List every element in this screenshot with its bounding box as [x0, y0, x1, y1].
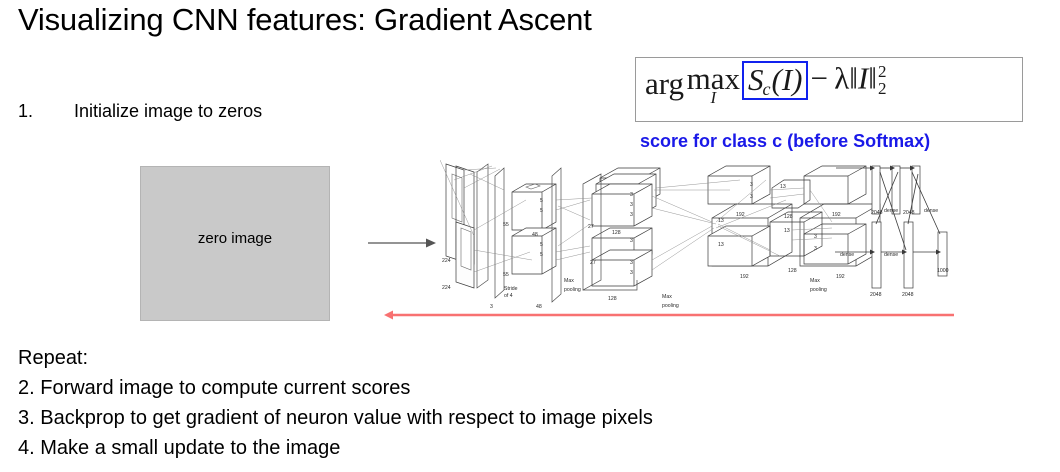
svg-text:pooling: pooling [810, 287, 827, 293]
svg-text:3: 3 [750, 194, 753, 200]
svg-text:13: 13 [784, 228, 790, 234]
forward-arrow-icon [366, 232, 438, 259]
step-1-number: 1. [18, 101, 34, 121]
svg-text:3: 3 [750, 182, 753, 188]
svg-text:2048: 2048 [902, 292, 914, 298]
svg-text:Max: Max [810, 278, 820, 284]
svg-text:pooling: pooling [662, 303, 679, 309]
formula-norm-subscript: 2 [877, 78, 887, 98]
formula-c-subscript: c [762, 79, 771, 99]
svg-text:128: 128 [612, 230, 621, 236]
step-1-text: Initialize image to zeros [74, 101, 263, 121]
formula-minus: − [810, 60, 828, 96]
svg-text:dense: dense [924, 208, 938, 214]
svg-text:5: 5 [540, 252, 543, 258]
zero-image-thumbnail: zero image [140, 166, 330, 321]
svg-text:3: 3 [630, 270, 633, 276]
svg-text:224: 224 [442, 258, 451, 264]
svg-text:192: 192 [836, 274, 845, 280]
svg-text:2048: 2048 [871, 210, 883, 216]
svg-text:128: 128 [784, 214, 793, 220]
svg-text:13: 13 [780, 184, 786, 190]
svg-text:224: 224 [442, 285, 451, 291]
formula-of-I: (I) [771, 62, 803, 97]
repeat-line-0: Repeat: [18, 347, 89, 369]
backward-gradient-arrow-icon [384, 308, 956, 327]
svg-text:48: 48 [532, 232, 538, 238]
svg-text:dense: dense [840, 252, 854, 258]
svg-text:27: 27 [588, 224, 594, 230]
repeat-line-1: 2. Forward image to compute current scor… [18, 377, 411, 399]
svg-text:55: 55 [503, 272, 509, 278]
svg-text:pooling: pooling [564, 287, 581, 293]
svg-text:of 4: of 4 [504, 293, 513, 299]
svg-text:3: 3 [814, 246, 817, 252]
zero-image-label: zero image [197, 230, 273, 247]
formula-norm-superscript: 2 [877, 62, 887, 82]
svg-text:Max: Max [662, 294, 672, 300]
formula-arg: arg [645, 66, 685, 101]
svg-text:192: 192 [740, 274, 749, 280]
svg-text:192: 192 [832, 212, 841, 218]
svg-text:3: 3 [490, 304, 493, 310]
svg-text:2048: 2048 [903, 210, 915, 216]
svg-text:13: 13 [718, 242, 724, 248]
svg-text:128: 128 [788, 268, 797, 274]
svg-text:48: 48 [536, 304, 542, 310]
formula-lambda: λ [834, 60, 850, 96]
repeat-line-3: 4. Make a small update to the image [18, 437, 341, 459]
svg-text:1000: 1000 [937, 268, 949, 274]
formula-norm-open: ‖ [849, 60, 858, 96]
svg-text:5: 5 [540, 208, 543, 214]
boxed-score-term: Sc(I) [742, 61, 809, 100]
formula-norm-close: ‖ [868, 60, 877, 96]
svg-text:2048: 2048 [870, 292, 882, 298]
svg-text:3: 3 [630, 260, 633, 266]
alexnet-architecture-diagram: 224 224 3 Stride of 4 55 55 48 48 5 5 5 … [440, 160, 1040, 325]
svg-text:3: 3 [630, 192, 633, 198]
svg-text:128: 128 [608, 296, 617, 302]
svg-text:Max: Max [564, 278, 574, 284]
formula-norm-var: I [857, 60, 869, 96]
svg-text:Stride: Stride [504, 286, 518, 292]
svg-text:5: 5 [540, 198, 543, 204]
svg-text:5: 5 [540, 242, 543, 248]
svg-text:192: 192 [736, 212, 745, 218]
svg-text:3: 3 [630, 202, 633, 208]
step-1: 1. Initialize image to zeros [18, 101, 262, 122]
svg-text:dense: dense [884, 252, 898, 258]
svg-text:13: 13 [718, 218, 724, 224]
svg-text:27: 27 [590, 260, 596, 266]
svg-text:3: 3 [630, 212, 633, 218]
repeat-line-2: 3. Backprop to get gradient of neuron va… [18, 407, 653, 429]
page-title: Visualizing CNN features: Gradient Ascen… [18, 2, 592, 37]
svg-text:3: 3 [814, 234, 817, 240]
svg-text:dense: dense [884, 208, 898, 214]
formula-caption: score for class c (before Softmax) [640, 131, 931, 151]
formula-S: S [748, 62, 764, 97]
formula-max-subscript: I [710, 87, 717, 107]
svg-text:55: 55 [503, 222, 509, 228]
svg-text:3: 3 [630, 238, 633, 244]
repeat-steps-list: Repeat: 2. Forward image to compute curr… [18, 343, 653, 463]
